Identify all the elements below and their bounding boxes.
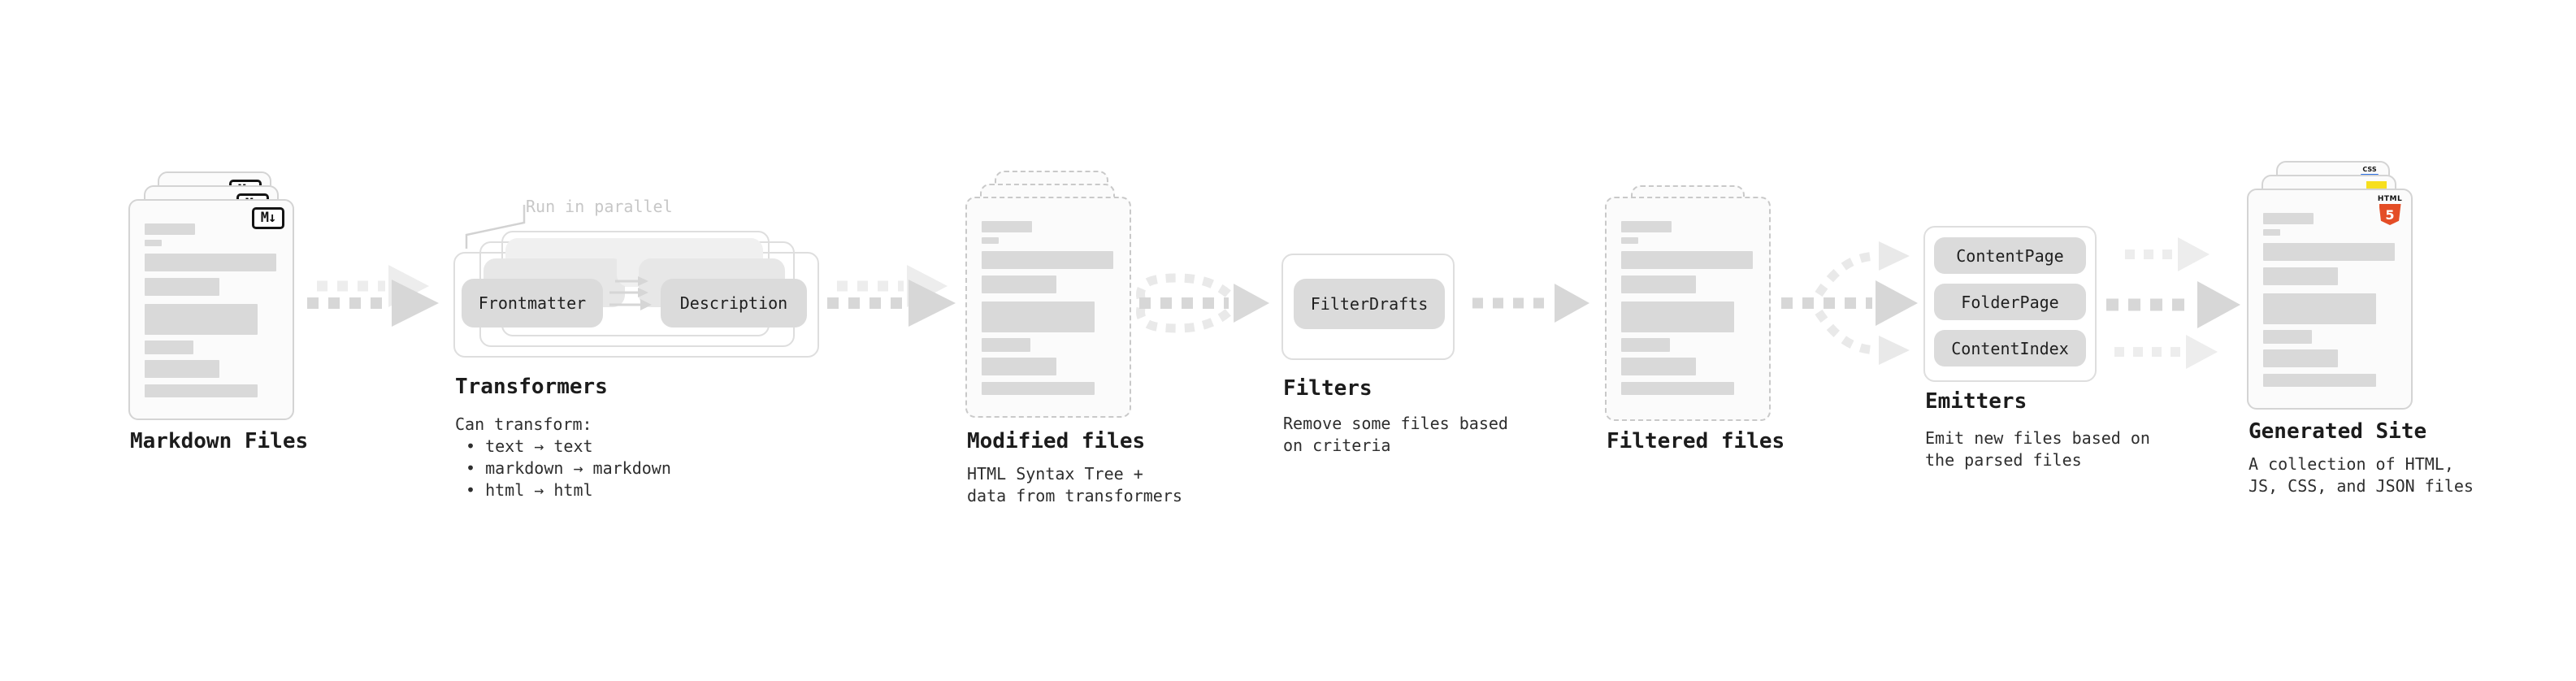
text-line-placeholder: [2263, 243, 2395, 261]
arrows-emitters-to-generated: [2106, 237, 2240, 369]
stage-desc-emitters: Emit new files based on the parsed files: [1925, 427, 2150, 471]
desc-line: • html → html: [466, 480, 593, 500]
text-line-placeholder: [2263, 293, 2377, 324]
text-line-placeholder: [982, 358, 1057, 375]
html5-icon: HTML 5: [2377, 195, 2403, 225]
desc-line: data from transformers: [967, 486, 1182, 505]
text-line-placeholder: [145, 240, 163, 246]
arrow-transformers-to-modified: [827, 265, 956, 327]
filter-pill-filterdrafts: FilterDrafts: [1294, 279, 1445, 329]
text-line-placeholder: [982, 338, 1030, 352]
text-line-placeholder: [1621, 221, 1672, 232]
generated-file-card-html: HTML 5: [2247, 189, 2413, 410]
text-line-placeholder: [1621, 275, 1697, 293]
stage-title-generated-site: Generated Site: [2249, 419, 2427, 444]
text-line-placeholder: [1621, 237, 1639, 244]
stage-desc-transformers: Can transform: • text → text • markdown …: [455, 414, 671, 501]
text-line-placeholder: [1621, 251, 1753, 269]
text-line-placeholder: [2263, 330, 2312, 344]
arrow-filters-to-filtered: [1472, 284, 1589, 323]
desc-line: Remove some files based: [1283, 414, 1508, 433]
stage-title-modified-files: Modified files: [967, 429, 1146, 453]
modified-file-card-front: [965, 197, 1131, 418]
desc-line: • markdown → markdown: [466, 458, 671, 478]
run-in-parallel-callout: Run in parallel: [526, 197, 673, 216]
document-text-placeholder: [2263, 213, 2395, 387]
desc-line: HTML Syntax Tree +: [967, 464, 1143, 484]
text-line-placeholder: [145, 384, 258, 397]
desc-line: Emit new files based on: [1925, 428, 2150, 448]
html5-icon-shield: 5: [2379, 204, 2401, 225]
emitters-box: [1923, 226, 2097, 382]
text-line-placeholder: [145, 223, 195, 235]
stage-title-emitters: Emitters: [1925, 389, 2027, 414]
filtered-file-card-front: [1605, 197, 1771, 421]
text-line-placeholder: [2263, 229, 2281, 236]
text-line-placeholder: [982, 237, 1000, 244]
arrow-modified-to-filters: [1136, 273, 1269, 333]
text-line-placeholder: [982, 382, 1095, 395]
text-line-placeholder: [2263, 374, 2377, 387]
text-line-placeholder: [982, 275, 1057, 293]
text-line-placeholder: [2263, 349, 2339, 367]
document-text-placeholder: [145, 223, 276, 397]
text-line-placeholder: [2263, 267, 2339, 285]
stage-title-markdown-files: Markdown Files: [130, 429, 309, 453]
transformer-pill-description: Description: [661, 279, 807, 327]
text-line-placeholder: [982, 221, 1032, 232]
desc-line: Can transform:: [455, 414, 592, 434]
arrow-markdown-to-transformers: [307, 265, 439, 327]
markdown-file-card-front: M↓: [128, 199, 294, 420]
text-line-placeholder: [145, 304, 258, 335]
arrow-filtered-to-emitters: [1781, 241, 1918, 365]
text-line-placeholder: [982, 251, 1113, 269]
stage-title-filtered-files: Filtered files: [1607, 429, 1785, 453]
emitter-pill-folderpage: FolderPage: [1934, 284, 2086, 320]
desc-line: on criteria: [1283, 436, 1391, 455]
filters-box: [1281, 254, 1455, 360]
text-line-placeholder: [145, 254, 276, 271]
text-line-placeholder: [2263, 213, 2314, 224]
emitter-pill-contentpage: ContentPage: [1934, 237, 2086, 274]
desc-line: the parsed files: [1925, 450, 2082, 470]
desc-line: • text → text: [466, 436, 593, 456]
text-line-placeholder: [145, 340, 193, 354]
stage-desc-filters: Remove some files based on criteria: [1283, 413, 1508, 457]
desc-line: A collection of HTML,: [2249, 454, 2454, 474]
text-line-placeholder: [1621, 301, 1735, 332]
text-line-placeholder: [1621, 382, 1735, 395]
emitter-pill-contentindex: ContentIndex: [1934, 330, 2086, 367]
transformer-pill-frontmatter: Frontmatter: [462, 279, 603, 327]
html5-icon-label: HTML: [2377, 195, 2403, 203]
css-icon-label: CSS: [2362, 166, 2377, 173]
stage-desc-generated-site: A collection of HTML, JS, CSS, and JSON …: [2249, 453, 2474, 497]
document-text-placeholder: [1621, 221, 1753, 395]
stage-title-transformers: Transformers: [455, 375, 608, 399]
stage-title-filters: Filters: [1283, 376, 1373, 401]
text-line-placeholder: [982, 301, 1095, 332]
text-line-placeholder: [1621, 338, 1670, 352]
text-line-placeholder: [145, 360, 220, 378]
text-line-placeholder: [1621, 358, 1697, 375]
desc-line: JS, CSS, and JSON files: [2249, 476, 2474, 496]
document-text-placeholder: [982, 221, 1113, 395]
markdown-icon: M↓: [252, 207, 284, 229]
stage-desc-modified-files: HTML Syntax Tree + data from transformer…: [967, 463, 1182, 507]
text-line-placeholder: [145, 278, 220, 296]
